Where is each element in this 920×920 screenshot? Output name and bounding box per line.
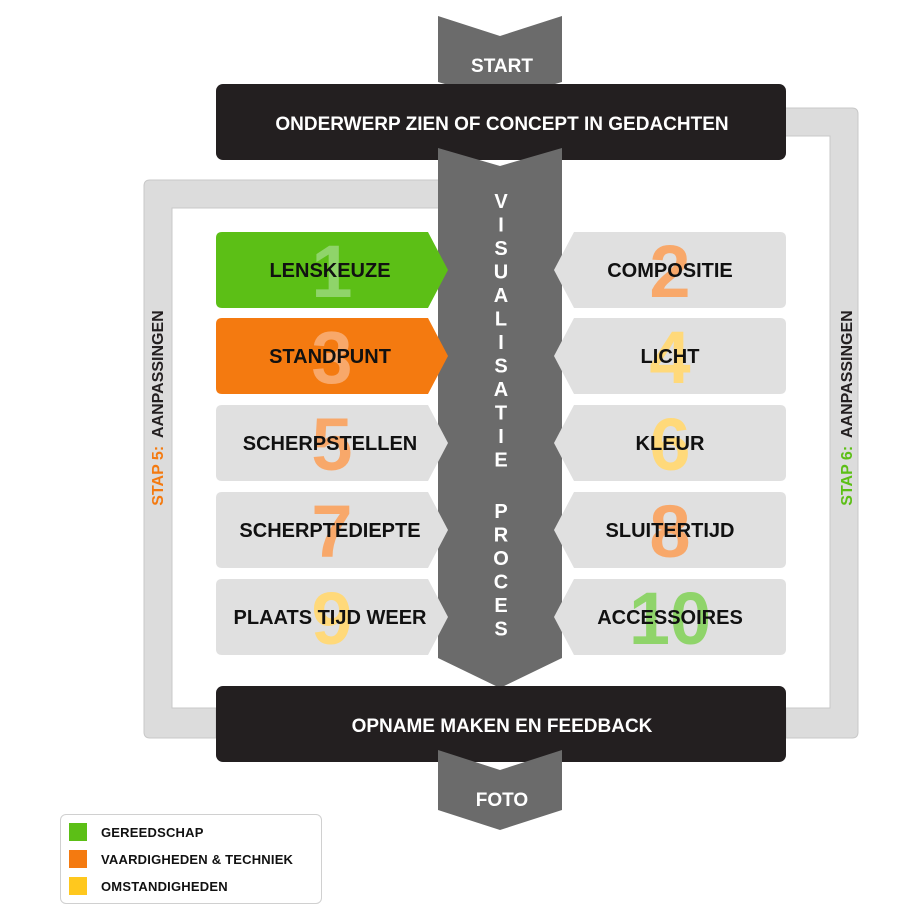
step-label: SLUITERTIJD — [606, 520, 735, 542]
top-box — [216, 84, 786, 160]
start-label: START — [471, 56, 533, 77]
column-letter: T — [495, 403, 507, 425]
step-number: 9 — [311, 577, 352, 660]
step-number: 10 — [629, 577, 711, 660]
legend-swatch-yellow — [69, 877, 87, 895]
column-letter: A — [494, 285, 508, 307]
column-letter: I — [498, 426, 504, 448]
legend-item-omstandigheden: OMSTANDIGHEDEN — [69, 877, 228, 895]
step-label: LENSKEUZE — [269, 260, 390, 282]
step-number: 7 — [311, 490, 352, 573]
step-number: 3 — [311, 316, 352, 399]
column-letter: V — [494, 191, 508, 213]
legend: GEREEDSCHAP VAARDIGHEDEN & TECHNIEK OMST… — [60, 814, 322, 904]
step-number: 2 — [649, 230, 690, 313]
step-box — [554, 232, 786, 308]
center-column — [438, 148, 562, 688]
step-box — [554, 579, 786, 655]
side-right-action: AANPASSINGEN — [839, 310, 856, 438]
left-feedback-loop — [143, 179, 467, 739]
step-number: 1 — [311, 230, 352, 313]
column-letter: S — [494, 619, 507, 641]
step-label: SCHERPTEDIEPTE — [239, 520, 420, 542]
column-letter: O — [493, 548, 509, 570]
step-box — [554, 318, 786, 394]
legend-swatch-orange — [69, 850, 87, 868]
legend-label: OMSTANDIGHEDEN — [101, 878, 228, 894]
step-box — [216, 492, 448, 568]
column-letter: U — [494, 262, 508, 284]
column-letter: S — [494, 356, 507, 378]
bottom-box — [216, 686, 786, 762]
column-letter: I — [498, 215, 504, 237]
column-letter: C — [494, 572, 508, 594]
step-label: COMPOSITIE — [607, 260, 733, 282]
step-number: 8 — [649, 490, 690, 573]
step-number: 6 — [649, 403, 690, 486]
end-label: FOTO — [476, 790, 528, 811]
right-feedback-loop — [763, 107, 859, 739]
legend-item-vaardigheden: VAARDIGHEDEN & TECHNIEK — [69, 850, 293, 868]
start-chevron — [438, 16, 562, 100]
column-letter: R — [494, 525, 509, 547]
side-right-step: STAP 6: — [839, 446, 856, 506]
side-label-left: STAP 5: AANPASSINGEN — [150, 310, 167, 505]
column-letter: E — [494, 450, 507, 472]
step-number: 5 — [311, 403, 352, 486]
step-box — [554, 405, 786, 481]
end-chevron — [438, 750, 562, 830]
step-number: 4 — [649, 316, 690, 399]
column-letter: L — [495, 309, 507, 331]
step-box — [216, 405, 448, 481]
step-label: SCHERPSTELLEN — [243, 433, 417, 455]
column-letter: P — [494, 501, 507, 523]
step-label: PLAATS TIJD WEER — [234, 607, 428, 629]
legend-label: VAARDIGHEDEN & TECHNIEK — [101, 851, 294, 867]
step-box — [554, 492, 786, 568]
side-label-right: STAP 6: AANPASSINGEN — [839, 310, 856, 505]
column-letter: I — [498, 332, 504, 354]
column-letter: E — [494, 595, 507, 617]
bottom-box-label: OPNAME MAKEN EN FEEDBACK — [352, 716, 653, 737]
step-box — [216, 318, 448, 394]
legend-swatch-green — [69, 823, 87, 841]
step-label: STANDPUNT — [269, 346, 391, 368]
step-label: ACCESSOIRES — [597, 607, 743, 629]
step-label: KLEUR — [636, 433, 705, 455]
step-box — [216, 579, 448, 655]
step-box — [216, 232, 448, 308]
legend-label: GEREEDSCHAP — [101, 824, 204, 840]
step-label: LICHT — [641, 346, 700, 368]
column-letter: A — [494, 379, 508, 401]
top-box-label: ONDERWERP ZIEN OF CONCEPT IN GEDACHTEN — [275, 114, 728, 135]
side-left-action: AANPASSINGEN — [150, 310, 167, 438]
legend-item-gereedschap: GEREEDSCHAP — [69, 823, 204, 841]
side-left-step: STAP 5: — [150, 446, 167, 506]
column-letter: S — [494, 238, 507, 260]
